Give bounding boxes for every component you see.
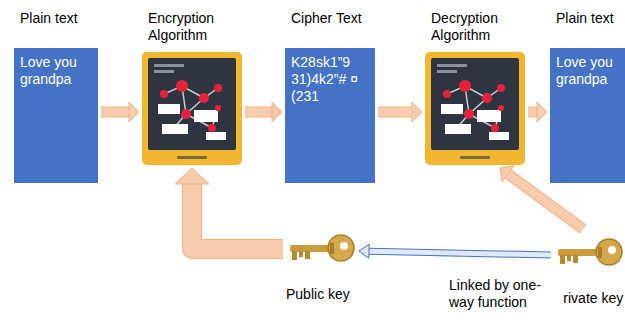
text-box: Cipher TextK28sk1”9 31)4k2”# ¤(231: [285, 8, 375, 183]
blue-box: Love you grandpa: [550, 48, 625, 183]
blue-box: K28sk1”9 31)4k2”# ¤(231: [285, 48, 375, 183]
blue-box: Love you grandpa: [14, 48, 98, 183]
algorithm-node: Encryption Algorithm: [142, 8, 242, 183]
text-box: Plain textLove you grandpa: [14, 8, 98, 183]
text-box: Plain textLove you grandpa: [550, 8, 625, 183]
box-text: Love you grandpa: [20, 54, 92, 88]
key-node: Public key: [280, 228, 370, 304]
heading-label: Encryption Algorithm: [142, 8, 242, 46]
connector-arrow: [378, 102, 422, 122]
connector-arrow: [359, 244, 551, 258]
heading-label: Plain text: [550, 8, 625, 29]
connector-arrow: [101, 102, 139, 122]
connector-arrow: [528, 102, 547, 122]
box-text: K28sk1”9 31)4k2”# ¤(231: [291, 54, 369, 105]
connector-arrow: [175, 168, 283, 249]
heading-label: Plain text: [14, 8, 98, 29]
key-label: Public key: [280, 286, 370, 302]
laptop-icon: [425, 52, 525, 165]
algorithm-node: Decryption Algorithm: [425, 8, 525, 183]
laptop-icon: [142, 52, 242, 165]
heading-label: Cipher Text: [285, 8, 375, 29]
key-icon: [554, 232, 624, 274]
edge-label: Linked by one-way function: [447, 277, 563, 311]
connector-arrow: [245, 102, 282, 122]
heading-label: Decryption Algorithm: [425, 8, 525, 46]
key-icon: [286, 228, 356, 270]
box-text: Love you grandpa: [556, 54, 619, 88]
